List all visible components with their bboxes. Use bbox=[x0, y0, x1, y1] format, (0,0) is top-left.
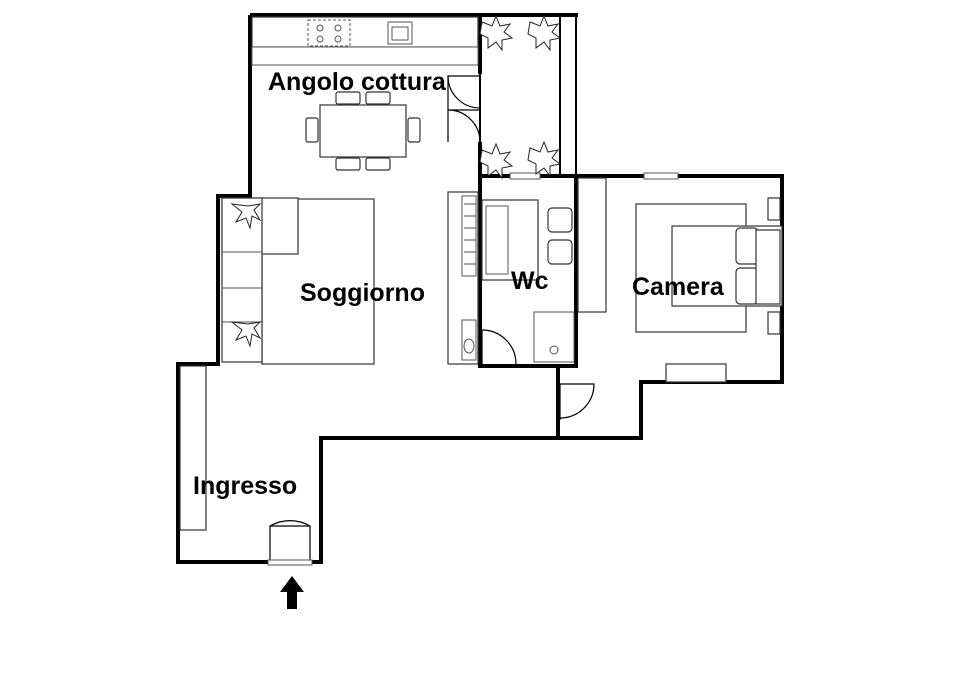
dining-table bbox=[305, 91, 421, 171]
room-label-bedroom: Camera bbox=[632, 273, 725, 301]
room-label-wc: Wc bbox=[511, 267, 549, 295]
entry-arrow-icon bbox=[280, 576, 304, 609]
windows bbox=[509, 172, 679, 180]
balcony-plants bbox=[479, 14, 562, 180]
sofa bbox=[221, 197, 375, 365]
kitchen-counter bbox=[251, 16, 479, 66]
room-label-entrance: Ingresso bbox=[193, 472, 297, 500]
room-label-kitchen: Angolo cottura bbox=[268, 68, 447, 96]
bedroom-furniture bbox=[577, 177, 783, 383]
entrance-cabinet bbox=[179, 365, 207, 531]
room-label-living: Soggiorno bbox=[300, 279, 425, 307]
walls bbox=[176, 13, 784, 564]
doors bbox=[267, 75, 595, 566]
wc-fixtures bbox=[481, 199, 575, 363]
living-cabinet bbox=[447, 191, 479, 365]
